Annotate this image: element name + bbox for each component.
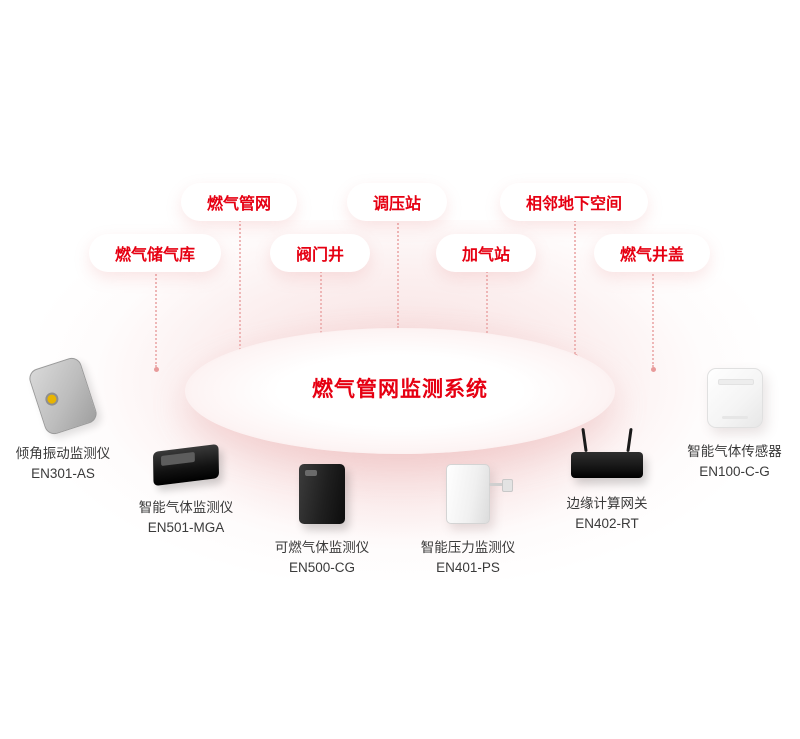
device-model: EN402-RT xyxy=(575,515,639,531)
connector-gas-pipeline xyxy=(238,216,243,355)
connector-regulator-station xyxy=(396,216,401,333)
flammable-gas-monitor-icon xyxy=(299,464,345,530)
tilt-vibration-monitor-icon xyxy=(26,355,100,437)
scene-pill-regulator-station: 调压站 xyxy=(346,183,448,221)
connector-gas-storage xyxy=(154,267,159,372)
scene-pill-gas-manhole-cover: 燃气井盖 xyxy=(593,234,711,272)
device-model: EN100-C-G xyxy=(699,463,770,479)
device-flammable-gas-monitor: 可燃气体监测仪 EN500-CG xyxy=(256,464,388,577)
scene-label: 燃气储气库 xyxy=(114,247,196,264)
device-name: 倾角振动监测仪 xyxy=(15,446,111,461)
scene-pill-gas-filling-station: 加气站 xyxy=(435,234,537,272)
connector-filling-station xyxy=(485,267,490,342)
smart-pressure-monitor-icon xyxy=(446,464,513,530)
scene-label: 燃气管网 xyxy=(206,196,272,213)
device-model: EN401-PS xyxy=(436,559,500,575)
scene-pill-gas-pipeline: 燃气管网 xyxy=(180,183,298,221)
central-ellipse: 燃气管网监测系统 xyxy=(185,328,615,454)
scene-label: 加气站 xyxy=(461,247,511,264)
device-name: 智能气体传感器 xyxy=(687,444,782,459)
device-name: 边缘计算网关 xyxy=(566,496,648,511)
scene-label: 相邻地下空间 xyxy=(525,196,623,213)
device-name: 可燃气体监测仪 xyxy=(274,540,370,555)
connector-manhole-cover xyxy=(651,267,656,372)
scene-label: 阀门井 xyxy=(295,247,345,264)
scene-pill-gas-storage: 燃气储气库 xyxy=(88,234,222,272)
connector-adjacent-space xyxy=(573,216,578,359)
device-edge-computing-gateway: 边缘计算网关 EN402-RT xyxy=(541,426,673,533)
scene-pill-adjacent-underground-space: 相邻地下空间 xyxy=(499,183,649,221)
system-title: 燃气管网监测系统 xyxy=(312,378,488,401)
device-smart-gas-sensor: 智能气体传感器 EN100-C-G xyxy=(669,368,800,481)
smart-gas-monitor-icon xyxy=(152,443,220,490)
device-smart-pressure-monitor: 智能压力监测仪 EN401-PS xyxy=(402,464,534,577)
device-model: EN501-MGA xyxy=(147,519,225,535)
scene-label: 调压站 xyxy=(372,196,422,213)
device-tilt-vibration-monitor: 倾角振动监测仪 EN301-AS xyxy=(0,355,126,483)
scene-pill-valve-well: 阀门井 xyxy=(269,234,371,272)
device-model: EN500-CG xyxy=(288,559,356,575)
device-name: 智能气体监测仪 xyxy=(138,500,234,515)
device-name: 智能压力监测仪 xyxy=(420,540,516,555)
device-model: EN301-AS xyxy=(31,465,95,481)
device-smart-gas-monitor: 智能气体监测仪 EN501-MGA xyxy=(120,443,252,537)
scene-label: 燃气井盖 xyxy=(619,247,685,264)
smart-gas-sensor-icon xyxy=(706,368,763,434)
edge-computing-gateway-icon xyxy=(571,426,643,486)
connector-valve-well xyxy=(319,267,324,342)
